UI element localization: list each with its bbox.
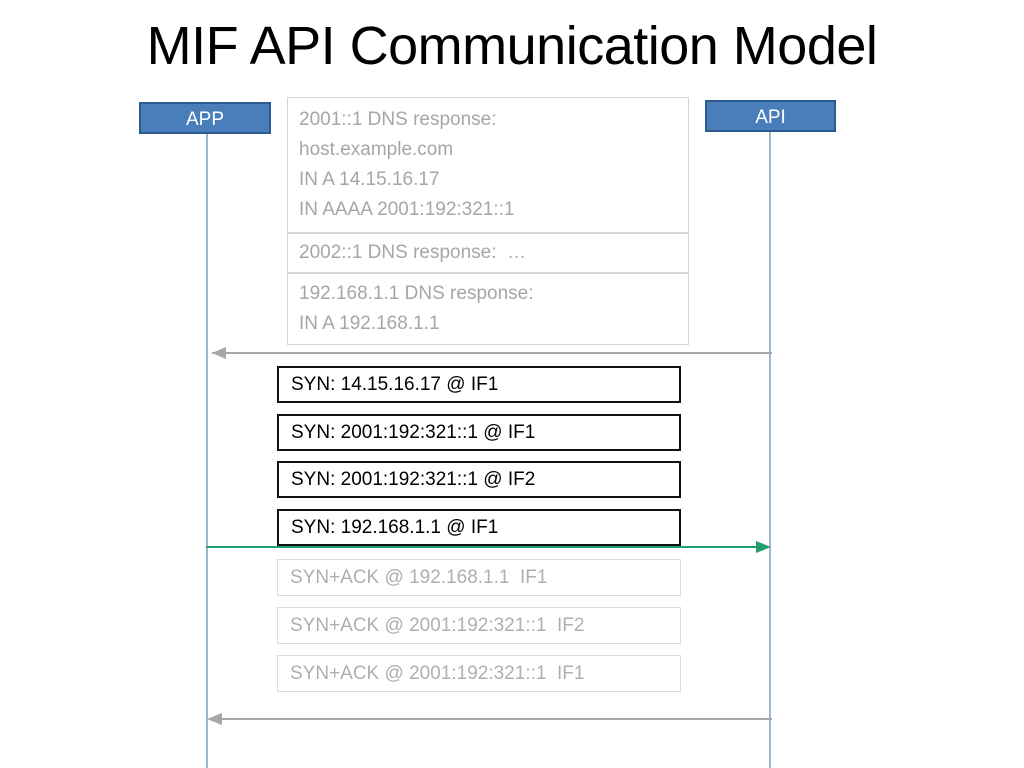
syn-send-arrow — [206, 541, 771, 553]
syn-box: SYN: 14.15.16.17 @ IF1 — [277, 366, 681, 403]
dns-line: IN A 14.15.16.17 — [299, 169, 440, 190]
dns-line: IN AAAA 2001:192:321::1 — [299, 199, 515, 220]
dns-response-arrow — [212, 347, 772, 359]
dns-line: 2001::1 DNS response: — [299, 109, 497, 130]
ack-return-arrow — [207, 713, 772, 725]
dns-response-box: 2001::1 DNS response: host.example.com I… — [287, 97, 689, 233]
syn-box: SYN: 2001:192:321::1 @ IF2 — [277, 461, 681, 498]
page-title: MIF API Communication Model — [146, 16, 878, 76]
dns-response-box: 192.168.1.1 DNS response: IN A 192.168.1… — [287, 273, 689, 345]
syn-text: SYN: 14.15.16.17 @ IF1 — [291, 373, 499, 395]
synack-text: SYN+ACK @ 2001:192:321::1 IF2 — [290, 614, 585, 636]
actor-box-app[interactable]: APP — [139, 102, 271, 134]
dns-line: 2002::1 DNS response: … — [299, 242, 527, 263]
syn-box: SYN: 2001:192:321::1 @ IF1 — [277, 414, 681, 451]
dns-response-box: 2002::1 DNS response: … — [287, 233, 689, 273]
dns-line: IN A 192.168.1.1 — [299, 313, 440, 334]
syn-text: SYN: 2001:192:321::1 @ IF2 — [291, 468, 536, 490]
syn-text: SYN: 2001:192:321::1 @ IF1 — [291, 421, 536, 443]
synack-box: SYN+ACK @ 2001:192:321::1 IF2 — [277, 607, 681, 644]
lifeline-api — [769, 131, 771, 768]
dns-line: 192.168.1.1 DNS response: — [299, 283, 534, 304]
syn-text: SYN: 192.168.1.1 @ IF1 — [291, 516, 499, 538]
synack-box: SYN+ACK @ 192.168.1.1 IF1 — [277, 559, 681, 596]
synack-box: SYN+ACK @ 2001:192:321::1 IF1 — [277, 655, 681, 692]
dns-line: host.example.com — [299, 139, 454, 160]
synack-text: SYN+ACK @ 192.168.1.1 IF1 — [290, 566, 548, 588]
actor-box-api[interactable]: API — [705, 100, 836, 132]
synack-text: SYN+ACK @ 2001:192:321::1 IF1 — [290, 662, 585, 684]
lifeline-app — [206, 133, 208, 768]
syn-box: SYN: 192.168.1.1 @ IF1 — [277, 509, 681, 546]
